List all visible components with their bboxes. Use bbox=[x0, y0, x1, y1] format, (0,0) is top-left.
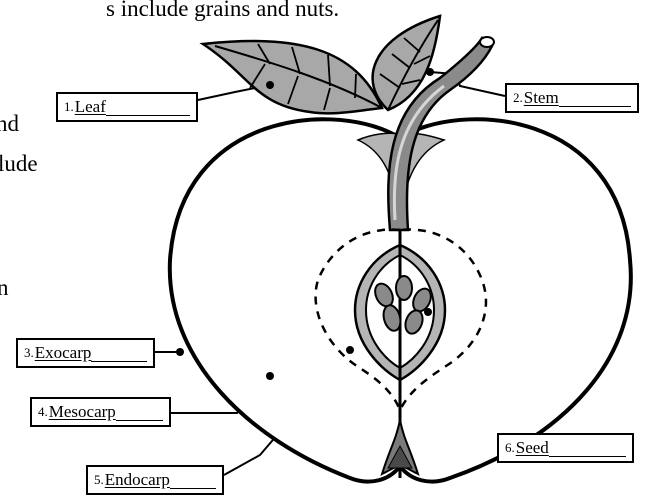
label-stem-word: Stem bbox=[524, 88, 559, 108]
dot-stem bbox=[426, 68, 434, 76]
label-endocarp: 5. Endocarp bbox=[86, 465, 224, 495]
label-exocarp-word: Exocarp bbox=[35, 343, 92, 363]
label-mesocarp-blank bbox=[116, 404, 163, 421]
label-stem-number: 2. bbox=[513, 90, 523, 106]
dot-exocarp bbox=[176, 348, 184, 356]
leaf-left bbox=[203, 41, 382, 113]
label-stem: 2. Stem bbox=[505, 83, 639, 113]
label-seed: 6. Seed bbox=[497, 433, 634, 463]
label-mesocarp-number: 4. bbox=[38, 404, 48, 420]
dot-seed bbox=[424, 308, 432, 316]
label-stem-blank bbox=[559, 90, 631, 107]
label-leaf-number: 1. bbox=[64, 99, 74, 115]
label-exocarp-blank bbox=[91, 345, 147, 362]
label-endocarp-blank bbox=[170, 472, 216, 489]
label-endocarp-number: 5. bbox=[94, 472, 104, 488]
label-exocarp-number: 3. bbox=[24, 345, 34, 361]
label-exocarp: 3. Exocarp bbox=[16, 338, 155, 368]
label-seed-blank bbox=[549, 440, 626, 457]
label-leaf-word: Leaf bbox=[75, 97, 106, 117]
label-mesocarp-word: Mesocarp bbox=[49, 402, 116, 422]
label-endocarp-word: Endocarp bbox=[105, 470, 170, 490]
dot-mesocarp bbox=[266, 372, 274, 380]
label-seed-word: Seed bbox=[516, 438, 549, 458]
label-leaf: 1. Leaf bbox=[56, 92, 198, 122]
label-seed-number: 6. bbox=[505, 440, 515, 456]
dot-endocarp bbox=[346, 346, 354, 354]
dot-leaf bbox=[266, 81, 274, 89]
label-leaf-blank bbox=[106, 99, 190, 116]
label-mesocarp: 4. Mesocarp bbox=[30, 397, 171, 427]
